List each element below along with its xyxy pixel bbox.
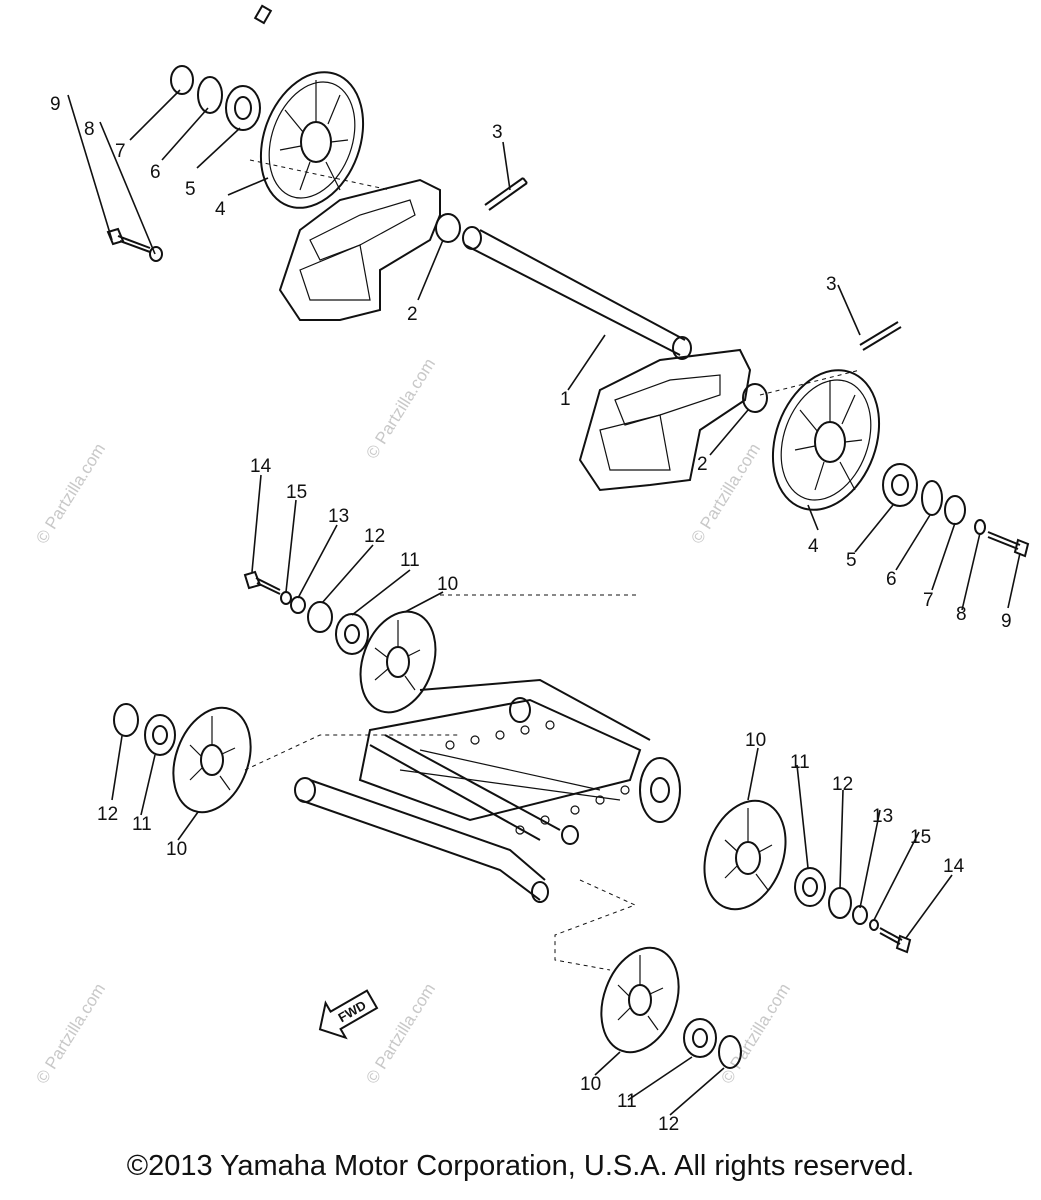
plate-washer-part [170,65,194,95]
callout-number: 10 [437,574,458,595]
bearing-part [335,613,369,655]
callout-number: 15 [286,482,307,503]
callout-number: 12 [658,1114,679,1135]
watermark: © Partzilla.com [32,980,109,1087]
spacer-part [852,905,868,925]
idler-wheel-part [600,946,680,1054]
callout-number: 4 [808,536,819,557]
washer-part [149,246,163,262]
callout-number: 11 [132,814,152,835]
washer-part [280,591,292,605]
snap-ring-part [921,480,943,516]
callout-number: 6 [150,162,161,183]
callout-number: 10 [745,730,766,751]
callout-number: 2 [697,454,708,475]
callout-number: 15 [910,827,931,848]
fwd-arrow-icon: FWD [318,989,379,1040]
bolt-part [879,927,912,954]
leader-lines [67,89,1021,1116]
watermark-side: © Partzilla.com [32,440,109,547]
snap-ring-part [307,601,333,633]
wheel-part [259,71,365,209]
copyright-notice: ©2013 Yamaha Motor Corporation, U.S.A. A… [126,1150,915,1182]
callout-number: 8 [84,119,95,140]
callout-number: 4 [215,199,226,220]
washer-part [974,519,986,535]
callout-number: 8 [956,604,967,625]
callout-number: 14 [250,456,272,477]
fwd-label: FWD [336,997,369,1025]
plate-washer-part [944,495,966,525]
bolt-part [987,531,1030,558]
idler-wheel-part [359,610,437,714]
bearing-part [794,867,826,907]
snap-ring-part [718,1035,742,1069]
callout-number: 12 [832,774,853,795]
callout-number: 13 [872,806,893,827]
callout-number: 13 [328,506,349,527]
callout-number: 1 [560,389,571,410]
upper-axle-assembly [106,4,1030,558]
callout-number: 9 [50,94,61,115]
idler-wheel-part [703,799,787,911]
callout-number: 7 [115,141,126,162]
callout-number: 11 [400,550,420,571]
snap-ring-part [197,76,223,114]
watermark: © Partzilla.com [717,980,794,1087]
callout-number: 11 [617,1091,637,1112]
callout-number: 12 [364,526,385,547]
idler-wheel-part [172,706,252,814]
callout-number: 10 [580,1074,601,1095]
bearing-part [683,1018,717,1058]
bolt-part [243,570,281,595]
washer-part [869,919,879,931]
callout-number: 10 [166,839,187,860]
snap-ring-part [113,703,139,737]
callout-number: 7 [923,590,934,611]
frame-part [294,678,681,903]
pin-part [484,177,528,211]
callout-number: 5 [185,179,196,200]
watermark: © Partzilla.com [362,355,439,462]
callout-number: 5 [846,550,857,571]
bearing-part [882,463,918,507]
callout-number: 11 [790,752,810,773]
snap-ring-part [828,887,852,919]
axle-shaft-part [462,226,692,360]
bracket-part [278,178,461,321]
callout-number: 3 [492,122,503,143]
callout-number: 3 [826,274,837,295]
callout-number: 2 [407,304,418,325]
spacer-part [290,596,306,614]
bearing-part [144,714,176,756]
bearing-part [225,85,261,131]
callout-number: 14 [943,856,965,877]
pin-part [859,321,902,351]
callout-number: 12 [97,804,118,825]
callout-number: 9 [1001,611,1012,632]
wheel-part [771,369,881,511]
watermark: © Partzilla.com [362,980,439,1087]
callout-number: 6 [886,569,897,590]
callout-numbers: 9 8 7 6 5 4 3 2 1 3 2 4 5 6 7 8 9 14 15 … [50,94,1012,1135]
bracket-part [578,348,768,492]
